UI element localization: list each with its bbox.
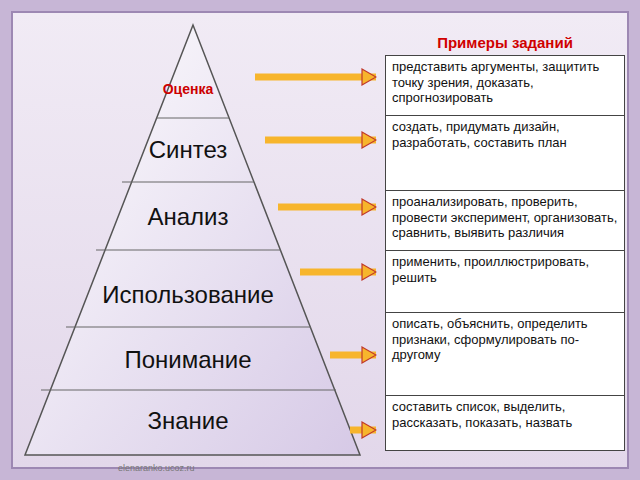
pyramid xyxy=(25,25,360,455)
level-name: Понимание xyxy=(124,347,251,373)
pyramid-level: Оценка xyxy=(121,68,255,112)
task-box: создать, придумать дизайн, разработать, … xyxy=(385,115,625,191)
pyramid-level: Использование xyxy=(76,270,300,320)
arrow xyxy=(265,137,376,144)
pyramid-level: Анализ xyxy=(98,195,278,240)
arrow xyxy=(300,269,376,276)
task-box: проанализировать, проверить, провести эк… xyxy=(385,190,625,251)
task-examples: составить список, выделить, рассказать, … xyxy=(392,399,618,430)
task-examples: создать, придумать дизайн, разработать, … xyxy=(392,119,618,150)
task-box: применить, проиллюстрировать, решить xyxy=(385,250,625,313)
level-name: Использование xyxy=(102,282,274,308)
level-name: Знание xyxy=(147,408,228,434)
task-box: описать, объяснить, определить признаки,… xyxy=(385,312,625,396)
task-box: составить список, выделить, рассказать, … xyxy=(385,395,625,451)
pyramid-level: Синтез xyxy=(111,130,265,170)
task-examples: описать, объяснить, определить признаки,… xyxy=(392,316,618,363)
heading: Примеры заданий xyxy=(385,34,625,51)
task-examples: применить, проиллюстрировать, решить xyxy=(392,254,618,285)
task-examples: проанализировать, проверить, провести эк… xyxy=(392,194,618,241)
arrow xyxy=(350,427,376,434)
arrow xyxy=(330,352,376,359)
arrow xyxy=(255,74,376,81)
task-box: представить аргументы, защитить точку зр… xyxy=(385,55,625,116)
pyramid-level: Понимание xyxy=(46,340,330,380)
level-name: Оценка xyxy=(163,82,214,97)
watermark: elenaranko.ucoz.ru xyxy=(118,463,195,473)
pyramid-level: Знание xyxy=(26,400,350,442)
arrow xyxy=(278,204,376,211)
task-examples: представить аргументы, защитить точку зр… xyxy=(392,59,618,106)
level-name: Анализ xyxy=(147,204,228,230)
level-name: Синтез xyxy=(149,137,228,163)
level-lines xyxy=(41,118,336,390)
inner-panel xyxy=(12,12,628,468)
